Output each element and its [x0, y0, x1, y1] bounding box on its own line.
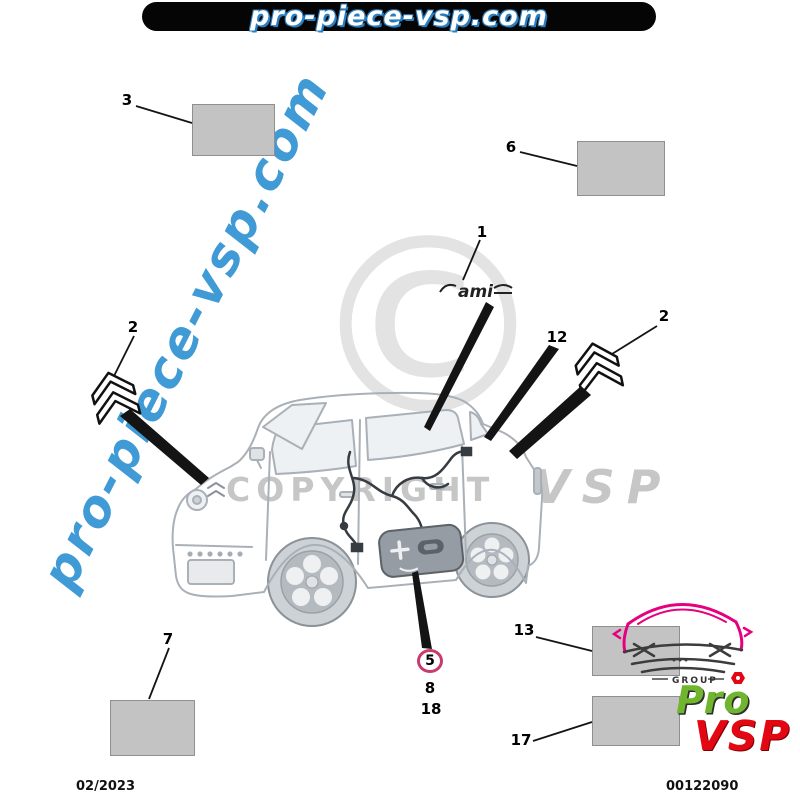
diagram-date: 02/2023: [76, 779, 136, 794]
vsp-watermark: VSP: [534, 460, 673, 514]
part-swatch-3: [192, 104, 275, 156]
callout-3: 3: [121, 91, 133, 109]
part-swatch-6: [577, 141, 665, 196]
callout-13: 13: [513, 621, 535, 639]
callout-6: 6: [505, 138, 517, 156]
citroen-chevron-icon-right: [574, 342, 625, 396]
door-switch-panel: [378, 523, 465, 578]
diagonal-watermark: pro-piece-vsp.com: [30, 63, 342, 599]
part-swatch-17: [592, 696, 680, 746]
provsp-logo-pro-text: Pro: [676, 678, 751, 722]
callout-7: 7: [162, 630, 174, 648]
diagram-reference-number: 00122090: [666, 779, 739, 794]
callout-1: 1: [476, 223, 488, 241]
site-banner-text: pro-piece-vsp.com: [250, 1, 548, 32]
callout-5-circled: 5: [417, 649, 443, 673]
provsp-logo-vsp-text: VSP: [694, 712, 792, 760]
callout-12: 12: [546, 328, 568, 346]
callout-5: 5: [425, 653, 435, 669]
site-banner: pro-piece-vsp.com: [142, 1, 656, 32]
callout-18: 18: [420, 700, 442, 718]
rear-wheel-icon: [454, 522, 530, 598]
copyright-watermark: COPYRIGHT: [226, 470, 496, 509]
part-swatch-7: [110, 700, 195, 756]
callout-8: 8: [424, 679, 436, 697]
callout-2-left: 2: [127, 318, 139, 336]
callout-17: 17: [510, 731, 532, 749]
callout-2-right: 2: [658, 307, 670, 325]
part-swatch-13: [592, 626, 680, 676]
front-wheel-icon: [267, 537, 357, 627]
copyright-symbol-watermark: ©: [306, 186, 550, 470]
